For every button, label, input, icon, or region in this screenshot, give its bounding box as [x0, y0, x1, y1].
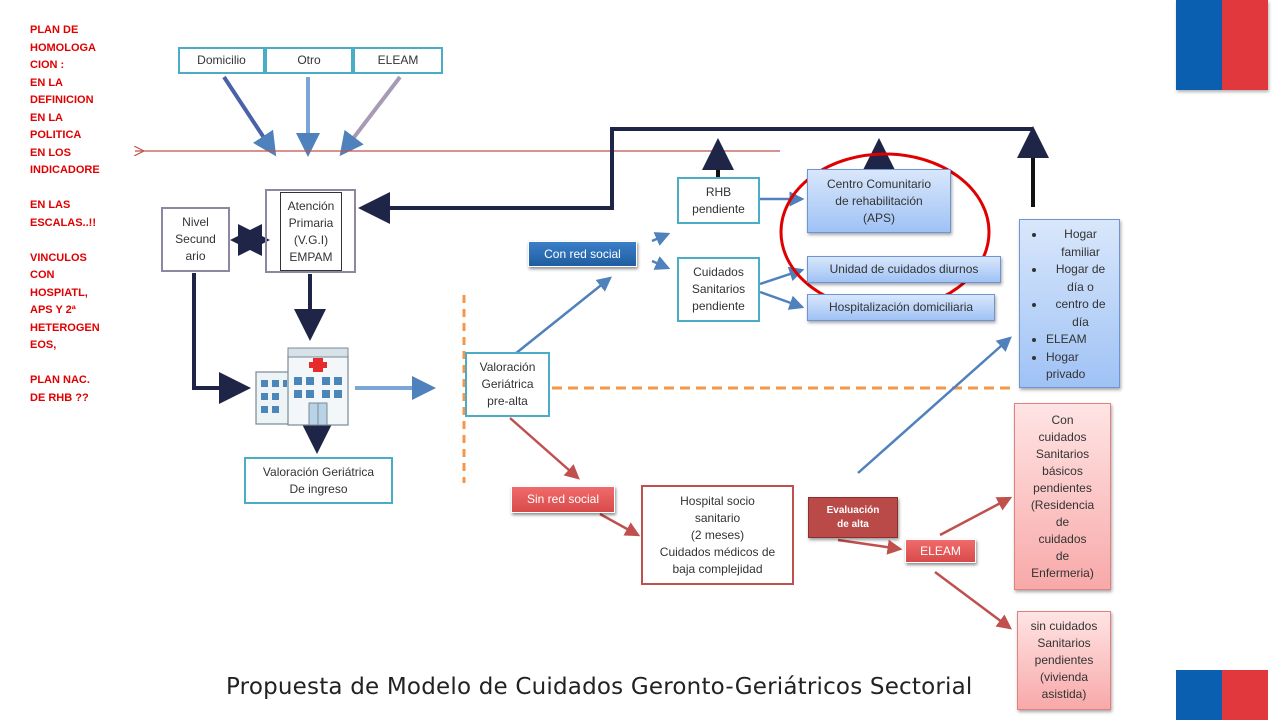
arrow-eleam-concuidados [939, 496, 1013, 537]
page-title: Propuesta de Modelo de Cuidados Geronto-… [226, 674, 973, 700]
rhb-pendiente-box: RHB pendiente [677, 177, 760, 224]
eleam-destino-box: ELEAM [905, 539, 976, 563]
arrow-conred-cuidados [651, 256, 671, 270]
destino-hogar-dia: Hogar de día o [1046, 261, 1115, 296]
arrow-prealta-sinred [509, 417, 580, 480]
hospital-icon [255, 347, 349, 426]
atencion-primaria-outer-frame [265, 189, 356, 273]
arrow-eleam-sincuidados [934, 570, 1013, 630]
sin-cuidados-box: sin cuidados Sanitarios pendientes (vivi… [1017, 611, 1111, 710]
arrow-conred-rhb [651, 232, 671, 246]
con-red-social-label: Con red social [528, 241, 637, 267]
flag-decoration-top [1176, 0, 1268, 90]
cuidados-pendiente-box: Cuidados Sanitarios pendiente [677, 257, 760, 322]
arrow-cuidados-hospdom [759, 290, 805, 310]
hospitalizacion-domiciliaria-box: Hospitalización domiciliaria [807, 294, 995, 321]
destino-hogar-familiar: Hogar familiar [1046, 226, 1115, 261]
destino-eleam: ELEAM [1046, 331, 1115, 349]
destino-centro-dia: centro de día [1046, 296, 1115, 331]
centro-comunitario-box: Centro Comunitario de rehabilitación (AP… [807, 169, 951, 233]
arrow-eval-eleam [837, 538, 903, 555]
valoracion-prealta-box: Valoración Geriátrica pre-alta [465, 352, 550, 417]
origin-eleam-box: ELEAM [353, 47, 443, 74]
arrow-domicilio-aps [222, 75, 277, 157]
origin-otro-box: Otro [265, 47, 353, 74]
arrow-eleam-aps [339, 75, 402, 157]
destinos-hogar-box: Hogar familiar Hogar de día o centro de … [1019, 219, 1120, 388]
evaluacion-alta-box: Evaluación de alta [808, 497, 898, 538]
arrow-eval-hogar [857, 336, 1012, 474]
arrow-nivel-hospital [192, 273, 251, 404]
nivel-secundario-box: Nivel Secund ario [161, 207, 230, 272]
flag-decoration-bottom [1176, 670, 1268, 720]
con-cuidados-box: Con cuidados Sanitarios básicos pendient… [1014, 403, 1111, 590]
side-note-text: PLAN DE HOMOLOGA CION : EN LA DEFINICION… [30, 24, 100, 404]
arrow-sinred-socio [599, 512, 641, 537]
unidad-cuidados-diurnos-box: Unidad de cuidados diurnos [807, 256, 1001, 283]
atencion-primaria-box: Atención Primaria (V.G.I) EMPAM [280, 192, 342, 271]
valoracion-ingreso-box: Valoración Geriátrica De ingreso [244, 457, 393, 504]
origin-domicilio-box: Domicilio [178, 47, 265, 74]
destino-hogar-privado: Hogar privado [1046, 349, 1115, 384]
hospital-socio-sanitario-box: Hospital socio sanitario (2 meses) Cuida… [641, 485, 794, 585]
destinos-hogar-list: Hogar familiar Hogar de día o centro de … [1032, 226, 1115, 384]
arrow-prealta-conred [509, 276, 612, 359]
feedback-loop-line [358, 127, 1033, 224]
sin-red-social-label: Sin red social [511, 486, 615, 513]
